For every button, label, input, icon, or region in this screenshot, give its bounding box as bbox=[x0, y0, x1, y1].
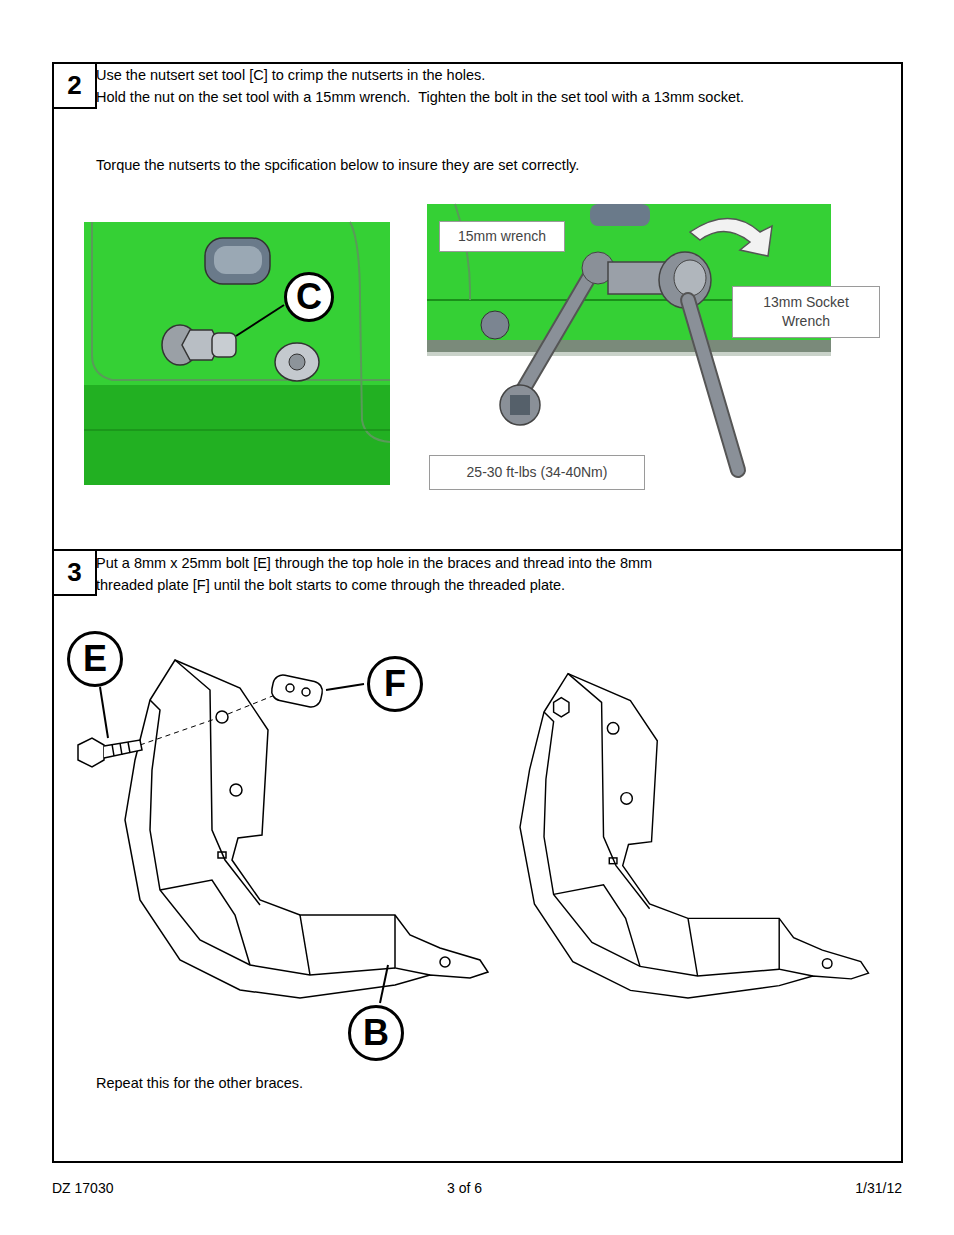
label-text: 13mm Socket Wrench bbox=[739, 293, 873, 331]
instruction-text: Hold the nut on the set tool with a 15mm… bbox=[96, 86, 786, 108]
label-text: F bbox=[384, 663, 406, 705]
step-number: 3 bbox=[54, 551, 97, 596]
instruction-text: Use the nutsert set tool [C] to crimp th… bbox=[96, 64, 856, 86]
callout-letter: C bbox=[284, 272, 334, 322]
callout-letter: F bbox=[367, 656, 423, 712]
label-text: 3 bbox=[67, 557, 81, 588]
callout-letter: B bbox=[348, 1005, 404, 1061]
tool-label: 13mm Socket Wrench bbox=[732, 286, 880, 338]
label-text: 15mm wrench bbox=[458, 227, 546, 246]
tool-label: 15mm wrench bbox=[439, 221, 565, 252]
step-panel: Use the nutsert set tool [C] to crimp th… bbox=[52, 62, 903, 551]
label-text: B bbox=[363, 1012, 389, 1054]
step-number: 2 bbox=[54, 64, 97, 109]
footer-text: DZ 17030 bbox=[52, 1180, 113, 1196]
instruction-text: Put a 8mm x 25mm bolt [E] through the to… bbox=[96, 552, 696, 596]
label-text: 25-30 ft-lbs (34-40Nm) bbox=[467, 463, 608, 482]
label-text: 2 bbox=[67, 70, 81, 101]
footer-text: 3 of 6 bbox=[447, 1180, 482, 1196]
step-panel: Put a 8mm x 25mm bolt [E] through the to… bbox=[52, 549, 903, 1163]
callout-letter: E bbox=[67, 631, 123, 687]
instruction-text: Torque the nutserts to the spcification … bbox=[96, 154, 856, 176]
label-text: C bbox=[296, 276, 322, 318]
footer-text: 1/31/12 bbox=[855, 1180, 902, 1196]
torque-label: 25-30 ft-lbs (34-40Nm) bbox=[429, 455, 645, 490]
label-text: E bbox=[83, 638, 107, 680]
instruction-text: Repeat this for the other braces. bbox=[96, 1072, 696, 1094]
